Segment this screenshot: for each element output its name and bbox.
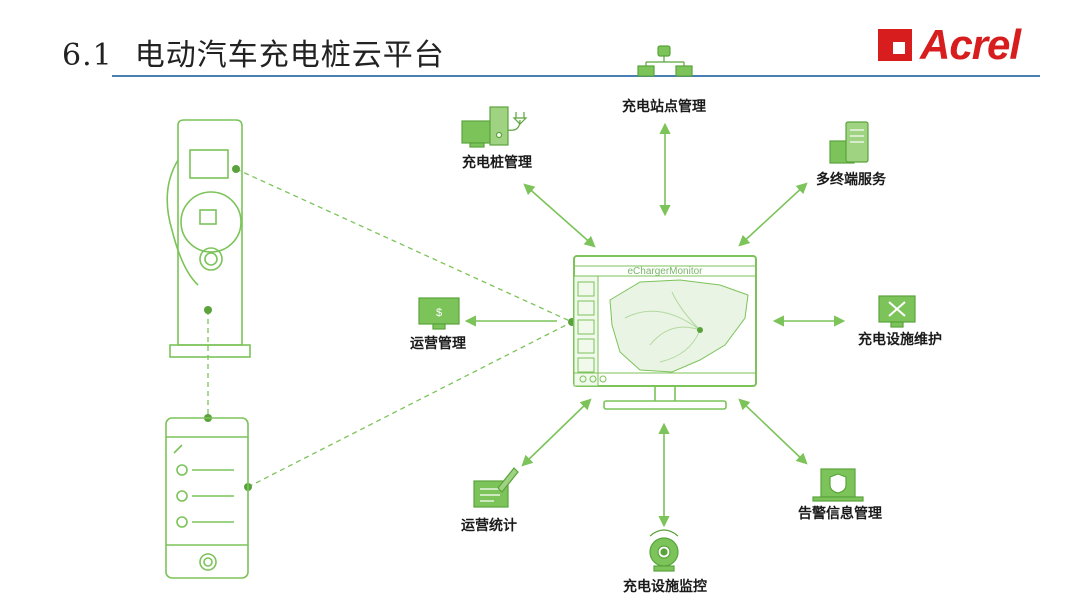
arrows bbox=[464, 122, 846, 528]
acrel-logo: Acrel bbox=[876, 21, 1021, 68]
network-nodes-icon bbox=[637, 45, 693, 77]
title-underline bbox=[112, 75, 1040, 77]
computer-plug-icon bbox=[461, 106, 528, 148]
label-pile-management: 充电桩管理 bbox=[462, 155, 532, 171]
statistics-pen-icon bbox=[473, 467, 519, 508]
smartphone-icon bbox=[165, 417, 249, 579]
arrow-alarm-management bbox=[738, 398, 808, 465]
echarger-monitor bbox=[573, 255, 757, 410]
monitor-title: eChargerMonitor bbox=[627, 266, 703, 277]
section-number: 6.1 bbox=[62, 38, 113, 73]
connector-dot bbox=[204, 306, 212, 314]
page-title: 6.1 电动汽车充电桩云平台 bbox=[62, 30, 445, 74]
label-operation-management: 运营管理 bbox=[410, 336, 466, 352]
connector-dot bbox=[232, 165, 240, 173]
svg-text:$: $ bbox=[436, 307, 442, 319]
arrow-pile-management bbox=[523, 183, 596, 248]
acrel-logo-icon bbox=[878, 29, 912, 61]
label-alarm-management: 告警信息管理 bbox=[798, 506, 882, 522]
label-facility-maintenance: 充电设施维护 bbox=[858, 332, 942, 348]
logo-wordmark: Acrel bbox=[920, 21, 1021, 68]
multi-device-icon bbox=[829, 121, 869, 164]
dashed-connectors bbox=[207, 168, 573, 488]
arrow-multi-terminal bbox=[738, 182, 808, 247]
dollar-screen-icon: $ bbox=[418, 297, 460, 330]
label-operation-statistics: 运营统计 bbox=[461, 518, 517, 534]
label-facility-monitoring: 充电设施监控 bbox=[623, 579, 707, 595]
shield-screen-icon bbox=[812, 468, 864, 502]
section-title: 电动汽车充电桩云平台 bbox=[134, 38, 445, 73]
label-multi-terminal: 多终端服务 bbox=[816, 172, 886, 188]
arrow-operation-statistics bbox=[521, 398, 592, 467]
label-station-management: 充电站点管理 bbox=[622, 99, 706, 115]
tools-screen-icon bbox=[878, 295, 916, 328]
webcam-icon bbox=[649, 529, 679, 572]
charging-pile-icon bbox=[166, 119, 251, 358]
